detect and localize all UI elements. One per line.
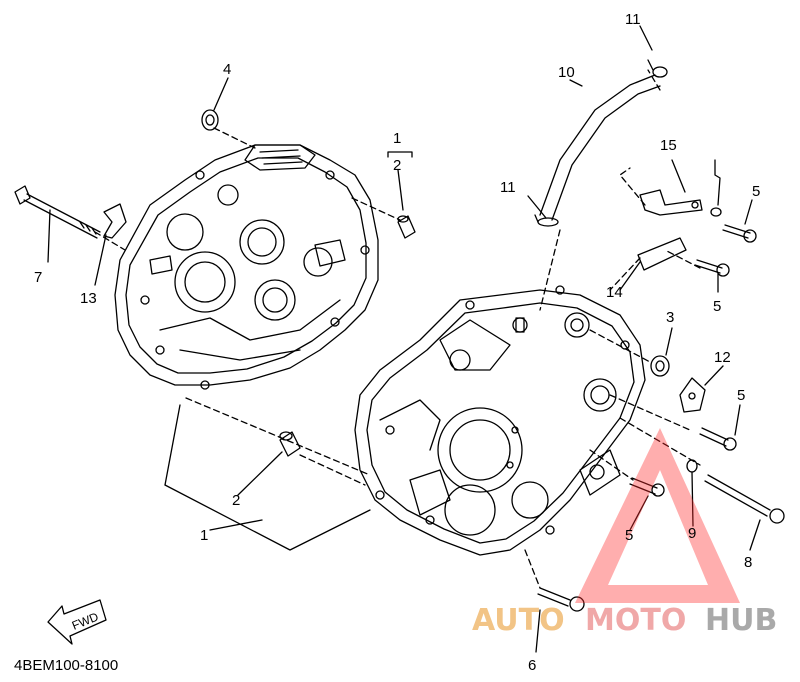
dashed-alignment-lines [94,69,701,589]
group-bracket-1 [164,404,371,551]
bracket-15 [639,189,703,216]
callout-8: 8 [744,554,752,571]
callout-2-upper: 2 [393,157,401,174]
callout-7: 7 [34,269,42,286]
watermark-text-hub: HUB [705,603,777,638]
wire [710,159,722,217]
callout-5-d: 5 [625,527,633,544]
clip-13 [103,203,127,239]
bolt-5-a [722,224,757,243]
fwd-arrow: FWD [47,599,107,645]
bracket-12 [679,377,706,413]
washer-3 [650,355,670,377]
leader-lines [47,25,761,653]
diagram-code: 4BEM100-8100 [14,657,118,674]
callout-2-lower: 2 [232,492,240,509]
callout-14: 14 [606,284,623,301]
bolt-6 [537,587,585,612]
watermark-text-moto: MOTO [585,603,686,638]
callout-5-b: 5 [713,298,721,315]
watermark-triangle-icon [575,428,740,603]
bolt-5-c [699,427,737,451]
callout-5-a: 5 [752,183,760,200]
callout-1-upper: 1 [393,130,401,147]
callout-5-c: 5 [737,387,745,404]
bolt-5-d [629,477,665,497]
bolt-7 [14,185,101,239]
callout-10: 10 [558,64,575,81]
hose-clamp-11-upper [647,59,668,78]
bolt-5-b [694,259,730,277]
callout-13: 13 [80,290,97,307]
watermark-text-auto: AUTO [472,603,565,638]
bolt-8 [704,474,785,524]
hose-clamp-11-lower [534,214,559,227]
washer-9 [686,459,698,473]
callout-15: 15 [660,137,677,154]
callouts: 1 2 1 2 3 4 5 5 5 5 6 7 8 9 10 11 11 12 … [34,11,760,674]
left-crankcase [114,144,379,390]
callout-1-lower: 1 [200,527,208,544]
watermark: AUTO MOTO HUB [472,428,777,638]
callout-11-upper: 11 [625,11,641,28]
breather-hose-10 [539,74,661,221]
callout-9: 9 [688,525,696,542]
seal-4 [201,109,219,131]
right-crankcase [354,285,646,556]
callout-11-lower: 11 [500,179,516,196]
callout-3: 3 [666,309,674,326]
dowel-pin-upper [397,215,416,239]
callout-12: 12 [714,349,731,366]
callout-4: 4 [223,61,231,78]
dowel-pin-lower [279,431,301,457]
plate-14 [637,237,687,271]
callout-6: 6 [528,657,536,674]
